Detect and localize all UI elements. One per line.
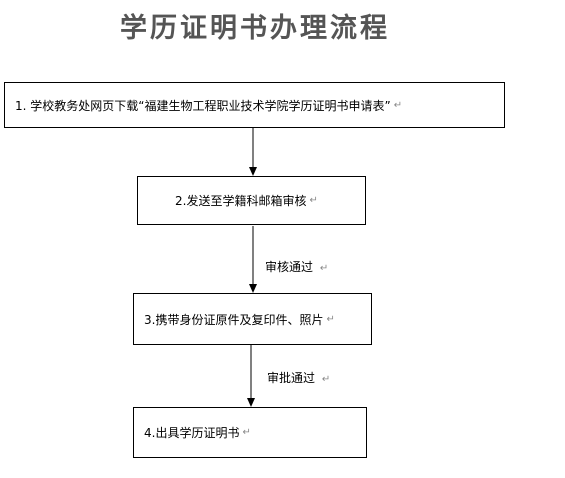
flow-step-4: 4.出具学历证明书 ↵ <box>133 407 367 458</box>
paragraph-mark-icon: ↵ <box>319 263 329 274</box>
flow-step-2-text: 2.发送至学籍科邮箱审核 <box>175 194 307 208</box>
paragraph-mark-icon: ↵ <box>326 313 335 325</box>
paragraph-mark-icon: ↵ <box>242 427 251 438</box>
flow-step-3-text: 3.携带身份证原件及复印件、照片 <box>144 312 324 327</box>
flow-step-2: 2.发送至学籍科邮箱审核 ↵ <box>137 176 366 225</box>
arrow-step3-to-step4 <box>247 345 255 407</box>
arrow-step2-to-step3 <box>249 226 257 293</box>
flow-step-1: 1. 学校教务处网页下载“福建生物工程职业技术学院学历证明书申请表” ↵ <box>4 82 505 128</box>
paragraph-mark-icon: ↵ <box>321 374 331 385</box>
transition-label-approve-sign: 审批通过 ↵ <box>267 371 331 385</box>
flow-step-4-text: 4.出具学历证明书 <box>144 426 240 440</box>
paragraph-mark-icon: ↵ <box>309 195 318 206</box>
paragraph-mark-icon: ↵ <box>393 99 403 111</box>
arrow-step1-to-step2 <box>249 128 257 176</box>
page-title: 学历证明书办理流程 <box>120 13 390 44</box>
transition-label-approve-review: 审核通过 ↵ <box>265 260 329 274</box>
flow-step-1-text: 1. 学校教务处网页下载“福建生物工程职业技术学院学历证明书申请表” <box>15 98 391 113</box>
flow-step-3: 3.携带身份证原件及复印件、照片 ↵ <box>133 293 372 345</box>
